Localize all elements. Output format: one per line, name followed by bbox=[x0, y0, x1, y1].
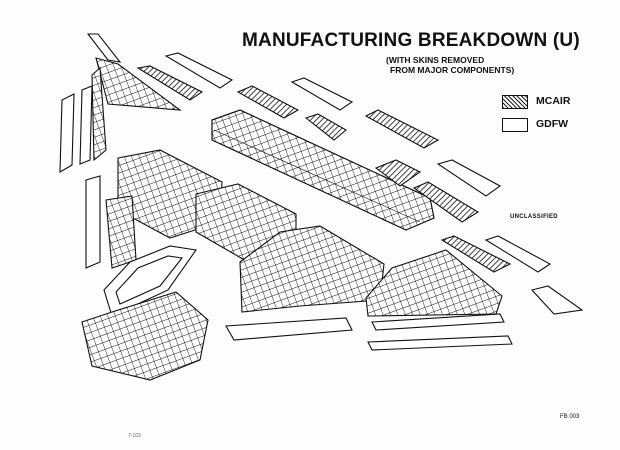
corner-mark: 7-103 bbox=[128, 433, 141, 439]
right-hatched-panels bbox=[374, 159, 552, 273]
wing-root-fillet-part bbox=[86, 33, 182, 162]
diagram-title: MANUFACTURING BREAKDOWN (U) bbox=[242, 30, 580, 51]
legend-swatch-gdfw bbox=[502, 118, 528, 132]
legend-label-gdfw: GDFW bbox=[536, 118, 569, 130]
upper-skin-panels bbox=[136, 52, 440, 149]
legend-label-mcair: MCAIR bbox=[536, 95, 571, 107]
diagram-subtitle-line-2: FROM MAJOR COMPONENTS) bbox=[390, 65, 515, 75]
center-fuselage-spine bbox=[211, 109, 435, 231]
left-thin-panels bbox=[59, 85, 101, 269]
classification-marking: UNCLASSIFIED bbox=[510, 214, 558, 220]
figure-number: FB 003 bbox=[560, 414, 580, 420]
diagram-subtitle-line-1: (WITH SKINS REMOVED bbox=[386, 55, 485, 65]
lower-skin-strips bbox=[225, 285, 584, 351]
canopy-and-cockpit-section bbox=[81, 245, 209, 381]
legend-swatch-mcair bbox=[502, 95, 528, 109]
aft-lower-fuselage bbox=[239, 225, 503, 317]
